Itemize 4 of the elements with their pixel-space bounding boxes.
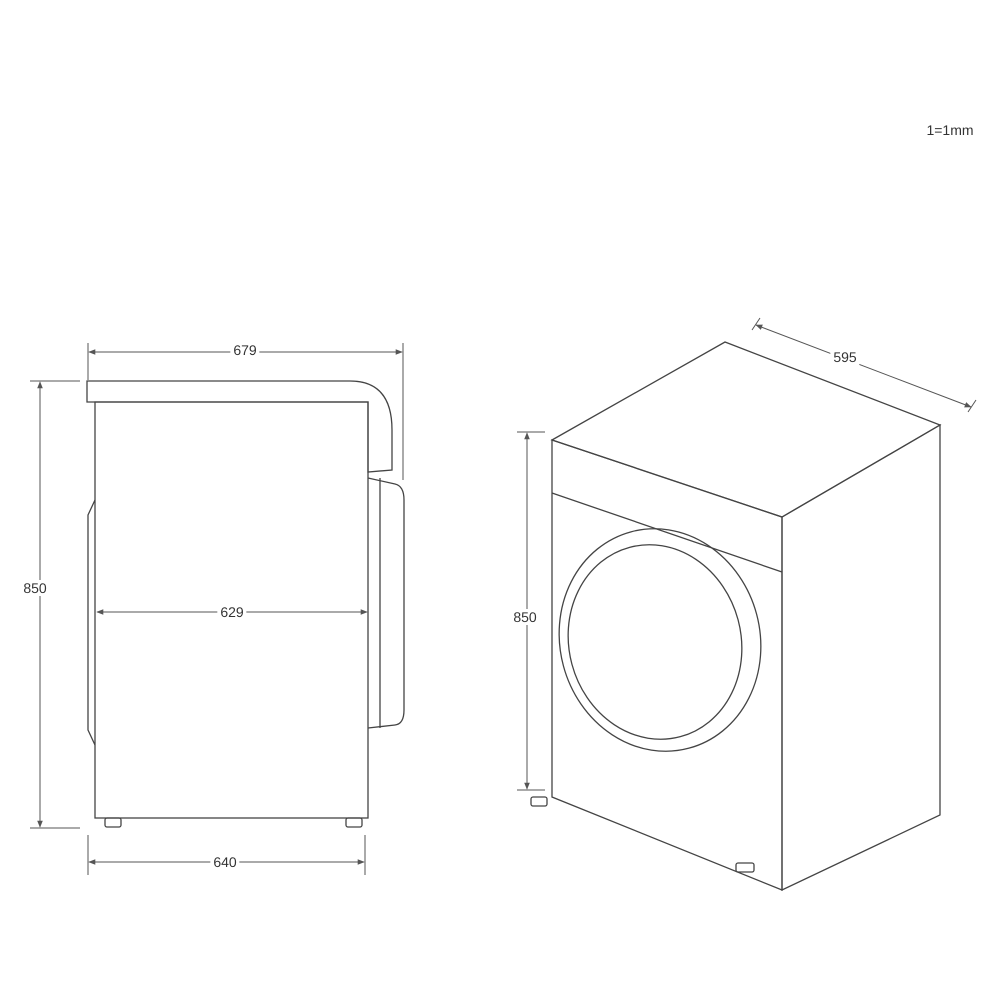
dimension-label: 629: [217, 604, 247, 620]
dimension-label: 679: [230, 342, 260, 358]
dimension-label: 640: [210, 854, 240, 870]
dimension-label: 595: [830, 349, 860, 365]
